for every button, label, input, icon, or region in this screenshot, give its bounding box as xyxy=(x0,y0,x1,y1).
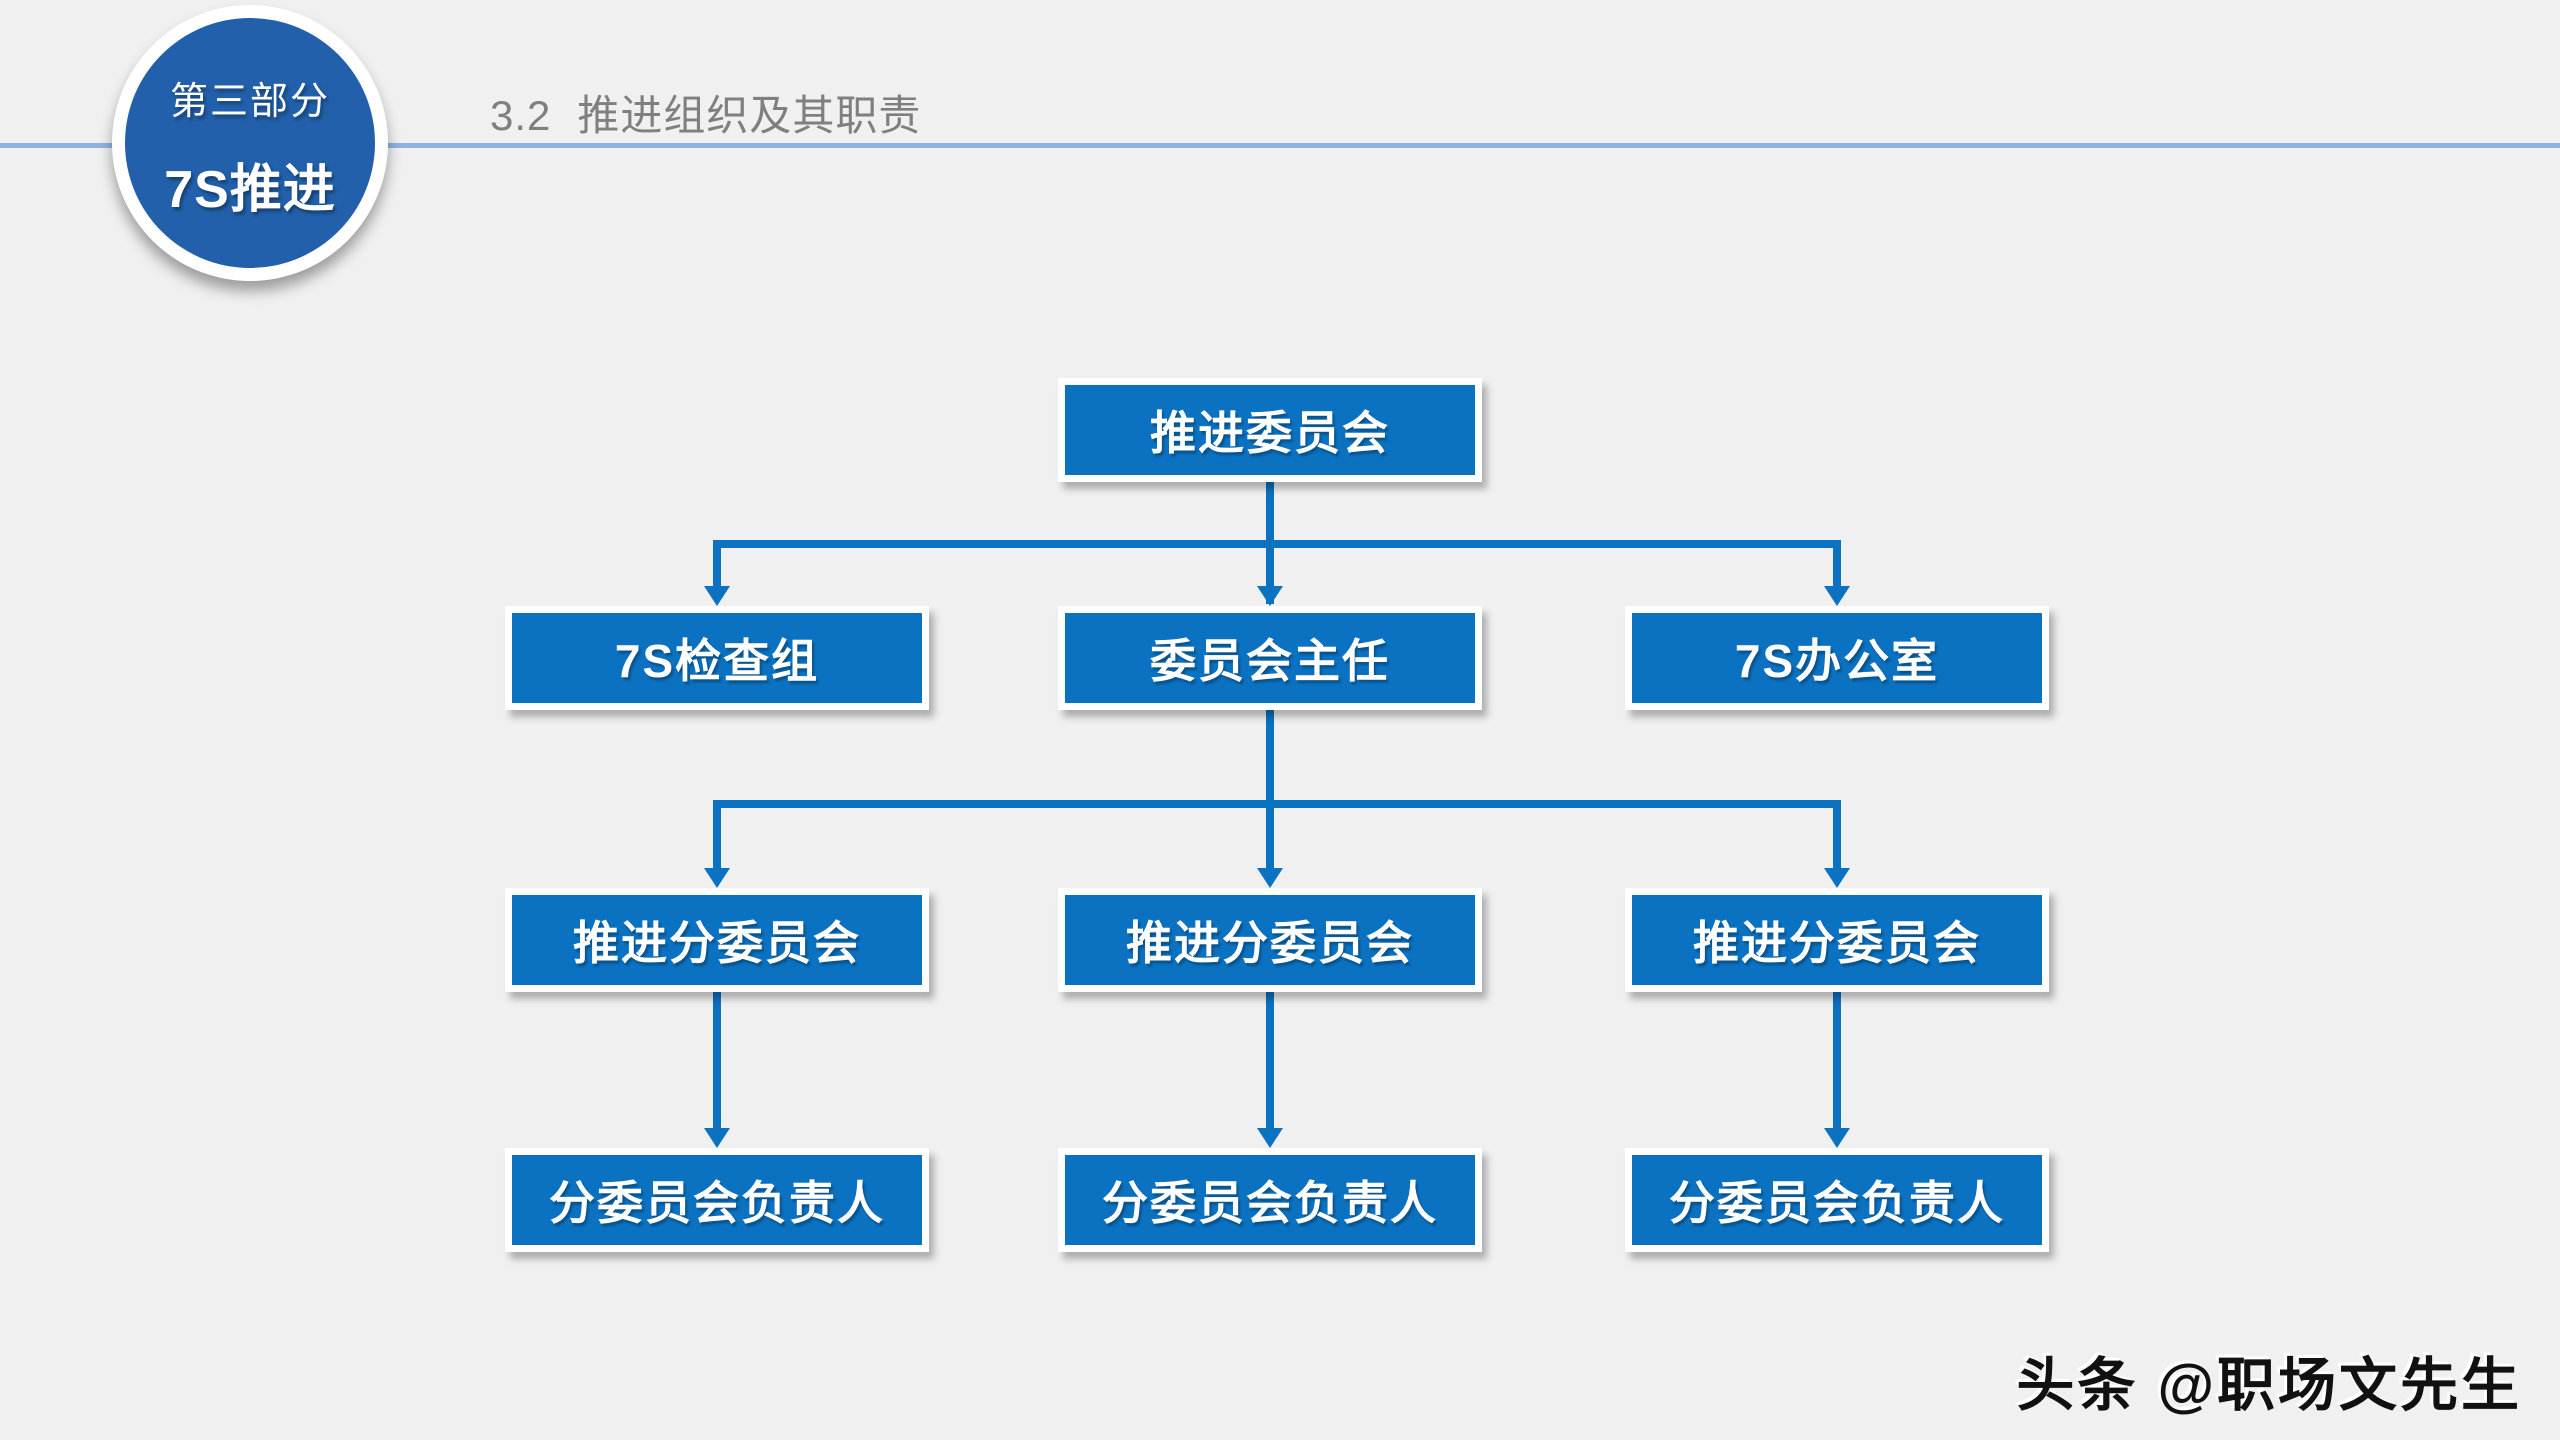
section-badge-part-label: 第三部分 xyxy=(169,81,330,123)
connector-level2-right-drop xyxy=(1833,540,1841,586)
connector-bar-level3 xyxy=(713,800,1841,808)
arrow-down-icon xyxy=(1824,586,1850,606)
org-node-committee-director: 委员会主任 xyxy=(1058,606,1482,710)
connector-chairman-drop xyxy=(1266,710,1274,868)
slide-title: 3.2 推进组织及其职责 xyxy=(490,82,921,143)
connector-bar-level2 xyxy=(713,540,1841,548)
watermark-text: 头条 @职场文先生 xyxy=(2016,1353,2522,1418)
org-node-subcommittee-mid: 推进分委员会 xyxy=(1058,888,1482,992)
arrow-down-icon xyxy=(1824,1128,1850,1148)
arrow-down-icon xyxy=(1824,868,1850,888)
header-divider-line xyxy=(0,143,2560,148)
connector-level2-left-drop xyxy=(713,540,721,586)
org-node-subcommittee-right: 推进分委员会 xyxy=(1625,888,2049,992)
org-node-7s-inspection-team: 7S检查组 xyxy=(505,606,929,710)
org-node-subcommittee-left: 推进分委员会 xyxy=(505,888,929,992)
connector-level4-right-drop xyxy=(1833,992,1841,1128)
section-badge: 第三部分 7S推进 xyxy=(112,5,388,281)
org-node-promotion-committee: 推进委员会 xyxy=(1058,378,1482,482)
arrow-down-icon xyxy=(1257,586,1283,606)
connector-level4-left-drop xyxy=(713,992,721,1128)
connector-level4-mid-drop xyxy=(1266,992,1274,1128)
arrow-down-icon xyxy=(704,1128,730,1148)
arrow-down-icon xyxy=(1257,868,1283,888)
arrow-down-icon xyxy=(1257,1128,1283,1148)
org-node-7s-office: 7S办公室 xyxy=(1625,606,2049,710)
org-node-subcommittee-leader-left: 分委员会负责人 xyxy=(505,1148,929,1252)
section-badge-topic-label: 7S推进 xyxy=(164,161,336,219)
connector-level3-right-drop xyxy=(1833,800,1841,868)
org-node-subcommittee-leader-mid: 分委员会负责人 xyxy=(1058,1148,1482,1252)
slide-title-number: 3.2 xyxy=(490,92,552,139)
connector-level3-left-drop xyxy=(713,800,721,868)
arrow-down-icon xyxy=(704,586,730,606)
org-node-subcommittee-leader-right: 分委员会负责人 xyxy=(1625,1148,2049,1252)
arrow-down-icon xyxy=(704,868,730,888)
section-badge-circle: 第三部分 7S推进 xyxy=(125,18,375,268)
slide-title-text: 推进组织及其职责 xyxy=(577,92,922,139)
